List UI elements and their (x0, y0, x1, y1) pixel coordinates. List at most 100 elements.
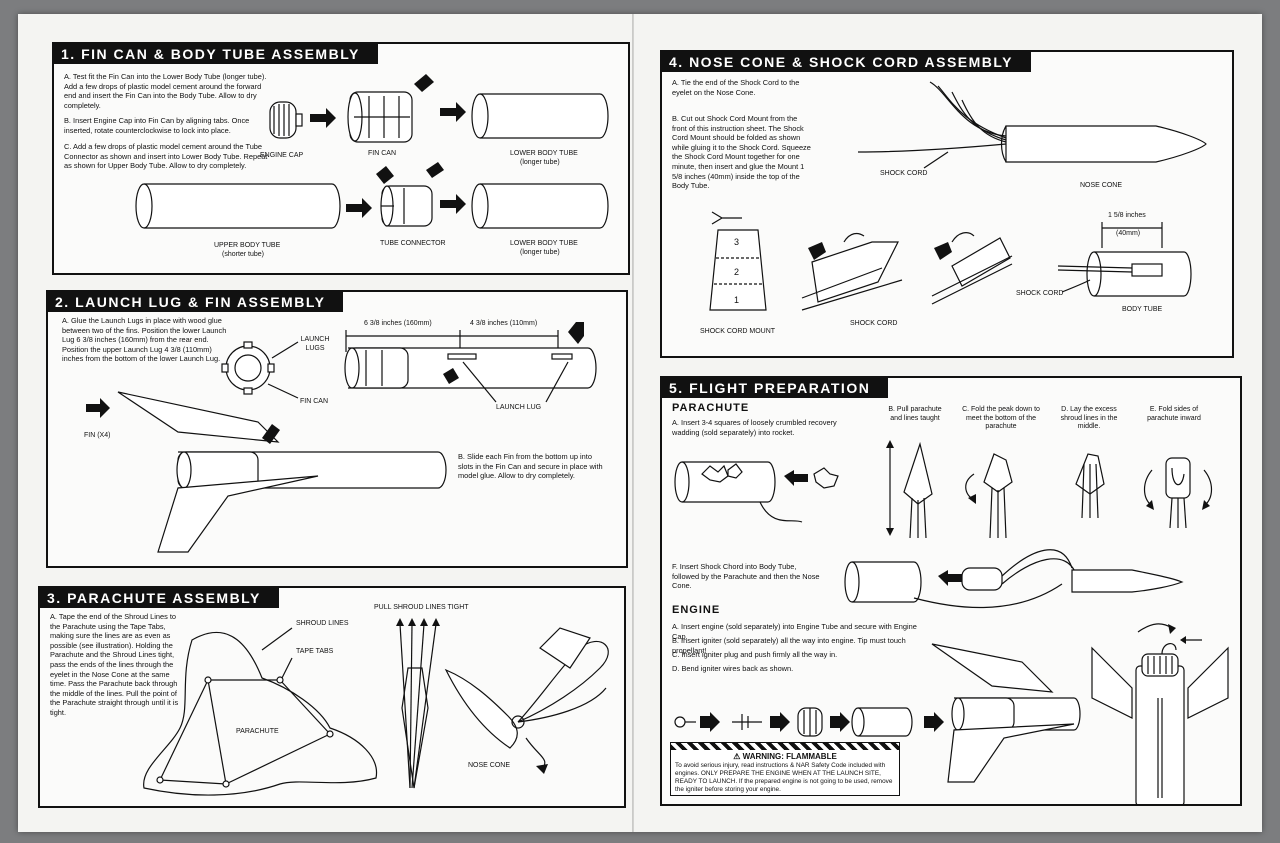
section-2-title: 2. LAUNCH LUG & FIN ASSEMBLY (48, 292, 344, 312)
label-tape-tabs: TAPE TABS (296, 648, 334, 655)
label-nose-cone: NOSE CONE (468, 762, 511, 769)
arrow-icon (310, 108, 336, 128)
engine-step-b: B. Insert igniter (sold separately) all … (672, 636, 906, 655)
section-5-step-c: C. Fold the peak down to meet the bottom… (962, 406, 1040, 430)
engine-heading: ENGINE (672, 604, 721, 616)
section-5-step-a: A. Insert 3-4 squares of loosely crumble… (672, 418, 837, 437)
warning-body: To avoid serious injury, read instructio… (675, 762, 893, 793)
engine-parts-drawing (674, 707, 944, 737)
section-1-step-a: A. Test fit the Fin Can into the Lower B… (64, 72, 267, 110)
lower-body-tube-top (471, 93, 609, 139)
insert-tube-drawing (844, 549, 1184, 609)
label-launch-lugs: LAUNCH LUGS (300, 336, 330, 352)
rocket-rear-drawing (931, 643, 1081, 783)
engine-closeup-drawing (1091, 623, 1229, 804)
engine-step-a: A. Insert engine (sold separately) into … (672, 622, 917, 641)
label-launch-lug: LAUNCH LUG (496, 404, 542, 411)
section-1-step-c: C. Add a few drops of plastic model ceme… (64, 142, 268, 171)
fin-can-drawing (347, 74, 434, 143)
label-shock-cord: SHOCK CORD (880, 170, 928, 177)
shock-cord-fold-step-2 (931, 232, 1013, 305)
label-lower-body-tube: LOWER BODY TUBE (510, 150, 578, 157)
label-tube-connector: TUBE CONNECTOR (380, 240, 446, 247)
center-fold (632, 14, 634, 832)
label-pull-shroud-lines: PULL SHROUD LINES TIGHT (374, 604, 469, 611)
section-3-panel: 3. PARACHUTE ASSEMBLY A. Tape the end of… (38, 586, 626, 808)
label-fin-can-2: FIN CAN (300, 398, 328, 405)
label-longer-tube-2: (longer tube) (520, 249, 560, 256)
section-4-panel: 4. NOSE CONE & SHOCK CORD ASSEMBLY A. Ti… (660, 50, 1234, 358)
rocket-body-lugs (344, 322, 597, 403)
engine-step-c: C. Insert igniter plug and push firmly a… (672, 650, 838, 659)
section-2-illustration (86, 322, 597, 553)
label-nose-cone-2: NOSE CONE (1080, 182, 1123, 189)
section-1-panel: 1. FIN CAN & BODY TUBE ASSEMBLY A. Test … (52, 42, 630, 275)
warning-icon: ⚠ (733, 752, 743, 761)
warning-title-text: WARNING: FLAMMABLE (742, 752, 837, 761)
parachute-heading: PARACHUTE (672, 402, 750, 414)
arrow-icon (440, 194, 466, 214)
fold-step-b (886, 440, 933, 539)
label-parachute: PARACHUTE (236, 728, 279, 735)
label-mount-2: 2 (734, 267, 740, 277)
shock-cord-mount-drawing (709, 211, 767, 311)
section-5-panel: 5. FLIGHT PREPARATION PARACHUTE A. Inser… (660, 376, 1242, 806)
label-shock-cord-mount: SHOCK CORD MOUNT (700, 328, 776, 335)
wadding-tube-drawing (674, 461, 839, 523)
section-5-step-e: E. Fold sides of parachute inward (1147, 406, 1201, 422)
section-1-illustration (135, 74, 609, 229)
section-5-title: 5. FLIGHT PREPARATION (662, 378, 889, 398)
label-mount-3: 3 (734, 237, 740, 247)
section-4-illustration (709, 81, 1207, 311)
label-body-tube: BODY TUBE (1122, 306, 1163, 313)
label-dim-mm: (40mm) (1116, 230, 1141, 237)
fold-step-e (1143, 457, 1213, 529)
engine-step-d: D. Bend igniter wires back as shown. (672, 664, 794, 673)
arrow-icon (440, 102, 466, 122)
lower-body-tube-bottom (471, 183, 609, 229)
label-dim-110: 4 3/8 inches (110mm) (470, 320, 538, 327)
section-4-step-b: B. Cut out Shock Cord Mount from the fro… (672, 114, 811, 191)
label-mount-1: 1 (734, 295, 740, 305)
label-shock-cord-2: SHOCK CORD (850, 320, 898, 327)
fold-step-c (965, 453, 1013, 539)
label-dim-inches: 1 5/8 inches (1108, 212, 1146, 219)
section-4-step-a: A. Tie the end of the Shock Cord to the … (672, 78, 800, 97)
shroud-pull-drawing (396, 618, 440, 789)
label-upper-body-tube: UPPER BODY TUBE (214, 242, 281, 249)
section-3-step-a: A. Tape the end of the Shroud Lines to t… (50, 612, 179, 717)
warning-title: ⚠ WARNING: FLAMMABLE (671, 750, 899, 762)
section-5-illustration (674, 440, 1229, 804)
fin-assembly-drawing (117, 391, 447, 553)
arrow-icon (346, 198, 372, 218)
section-2-step-a: A. Glue the Launch Lugs in place with wo… (62, 316, 227, 364)
section-4-title: 4. NOSE CONE & SHOCK CORD ASSEMBLY (662, 52, 1032, 72)
section-3-title: 3. PARACHUTE ASSEMBLY (40, 588, 279, 608)
section-5-step-f: F. Insert Shock Chord into Body Tube, fo… (672, 562, 820, 591)
label-shorter-tube: (shorter tube) (222, 251, 265, 258)
fin-can-end-view (221, 341, 299, 399)
arrow-icon (86, 398, 110, 418)
section-5-step-d: D. Lay the excess shroud lines in the mi… (1060, 406, 1118, 430)
upper-body-tube (135, 183, 341, 229)
shock-cord-fold-step-1 (801, 232, 903, 311)
section-2-step-b: B. Slide each Fin from the bottom up int… (458, 452, 603, 481)
label-lower-body-tube-2: LOWER BODY TUBE (510, 240, 578, 247)
nose-cone-parachute-drawing (444, 627, 609, 774)
label-longer-tube: (longer tube) (520, 159, 560, 166)
section-2-panel: 2. LAUNCH LUG & FIN ASSEMBLY A. Glue the… (46, 290, 628, 568)
warning-box: ⚠ WARNING: FLAMMABLE To avoid serious in… (670, 742, 900, 796)
engine-cap-drawing (269, 101, 303, 139)
label-fin-can: FIN CAN (368, 150, 396, 157)
parachute-flat-drawing (143, 627, 378, 796)
nose-cone-shock-cord-drawing (857, 81, 1207, 169)
section-1-step-b: B. Insert Engine Cap into Fin Can by ali… (64, 116, 250, 135)
label-dim-160: 6 3/8 inches (160mm) (364, 320, 432, 327)
fold-step-d (1075, 453, 1105, 519)
section-1-title: 1. FIN CAN & BODY TUBE ASSEMBLY (54, 44, 378, 64)
label-shock-cord-3: SHOCK CORD (1016, 290, 1064, 297)
warning-stripe (671, 743, 899, 750)
label-fin-x4: FIN (X4) (84, 432, 111, 439)
section-3-illustration (143, 618, 609, 796)
body-tube-mount-drawing (1057, 222, 1192, 297)
